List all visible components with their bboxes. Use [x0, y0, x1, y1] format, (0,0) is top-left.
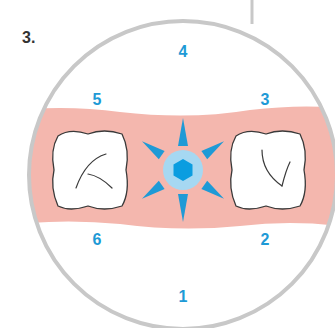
implant-hex: [174, 159, 193, 181]
direction-spikes: [142, 118, 224, 222]
figure-number: 3.: [22, 30, 35, 46]
callout-number: 1: [179, 289, 188, 305]
callout-number: 3: [261, 92, 270, 108]
tooth-groove: [88, 174, 112, 188]
zoom-circle: [29, 21, 335, 328]
callout-number: 5: [93, 92, 102, 108]
gum-band: [0, 106, 335, 228]
callout-number: 4: [179, 44, 188, 60]
leader-line: [251, 0, 254, 24]
callout-number: 2: [261, 232, 270, 248]
callout-number: 6: [93, 232, 102, 248]
tooth: [53, 131, 128, 209]
tooth-groove: [76, 154, 106, 188]
tooth: [231, 131, 306, 209]
tooth-groove: [282, 162, 290, 186]
implant: [163, 150, 203, 190]
tooth-groove: [262, 150, 282, 186]
